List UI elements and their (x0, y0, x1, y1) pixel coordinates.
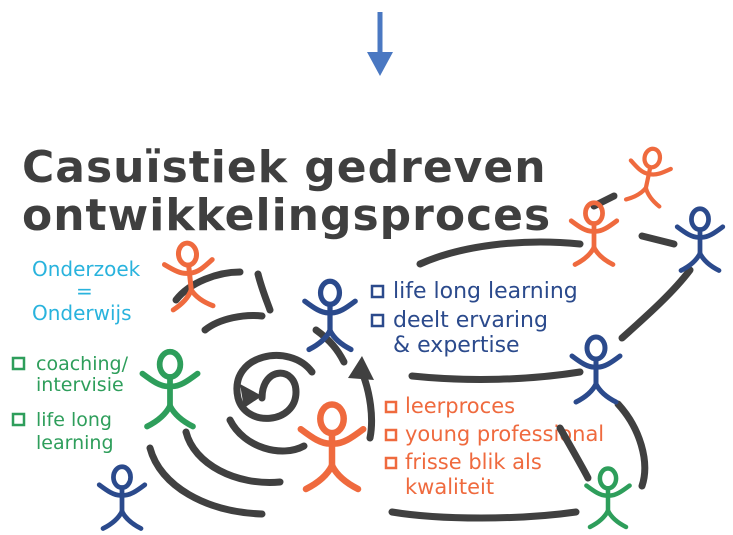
green-item-2-line-2: learning (36, 432, 114, 454)
note-equals: = (76, 279, 93, 303)
arc-bottom-right (388, 508, 580, 522)
orange-item-2: young professional (405, 422, 604, 446)
arc-right-inner (556, 424, 592, 482)
figure-navy-center-icon (302, 278, 358, 353)
navy-item-1: life long learning (393, 279, 578, 304)
orange-item-1: leerproces (405, 394, 515, 418)
arc-bottom-left (182, 428, 284, 486)
checkbox-icon (11, 412, 26, 427)
figure-orange-right-icon (568, 200, 620, 267)
figure-green-left-icon (139, 348, 201, 430)
dash-right (638, 232, 678, 248)
arc-navy-to-center (312, 326, 348, 366)
research-education-note: Onderzoek = Onderwijs (32, 257, 141, 325)
green-checklist: coaching/ intervisie life long learning (11, 353, 129, 454)
arc-orange-to-spiral (254, 270, 274, 314)
checkbox-icon (384, 400, 398, 414)
spiral-stroke (233, 351, 316, 422)
checkbox-icon (11, 356, 26, 371)
arc-outer-bottom (146, 444, 266, 518)
arc-inner-top (201, 312, 266, 334)
down-arrow-icon (367, 12, 393, 76)
checkbox-icon (384, 456, 398, 470)
arc-top-left (172, 268, 244, 304)
arc-right-down (614, 400, 649, 490)
title-line-1: Casuïstiek gedreven (22, 142, 547, 193)
orange-item-3-line-2: kwaliteit (405, 475, 494, 499)
green-item-1-line-1: coaching/ (36, 353, 129, 375)
arc-far-right (618, 266, 694, 342)
note-line-2: Onderwijs (32, 301, 132, 325)
arc-mid-right (408, 368, 584, 383)
spiral-arrowhead-icon (240, 384, 262, 408)
arc-upper-right (416, 238, 584, 268)
note-line-1: Onderzoek (32, 257, 141, 281)
figure-navy-bottom-left-icon (96, 464, 148, 531)
green-item-1-line-2: intervisie (36, 374, 124, 396)
navy-item-2-line-1: deelt ervaring (393, 308, 548, 333)
orange-item-3-line-1: frisse blik als (405, 450, 542, 474)
stick-figures (96, 146, 726, 531)
figure-green-bottom-right-icon (584, 466, 632, 530)
figure-navy-far-right-icon (674, 206, 726, 273)
navy-item-2-line-2: & expertise (393, 333, 520, 358)
figure-navy-right-icon (569, 334, 623, 405)
green-item-2-line-1: life long (36, 409, 112, 431)
title-line-2: ontwikkelingsproces (22, 190, 551, 241)
checkbox-icon (384, 428, 398, 442)
arc-inner-bottom (226, 416, 308, 455)
up-arrowhead-icon (348, 356, 374, 380)
figure-orange-top-right-icon (623, 146, 673, 209)
orange-checklist: leerproces young professional frisse bli… (384, 394, 604, 499)
checkbox-icon (370, 284, 385, 299)
checkbox-icon (370, 313, 385, 328)
figure-orange-center-icon (297, 401, 367, 493)
navy-checklist: life long learning deelt ervaring & expe… (370, 279, 578, 358)
figure-orange-left-icon (161, 240, 216, 313)
